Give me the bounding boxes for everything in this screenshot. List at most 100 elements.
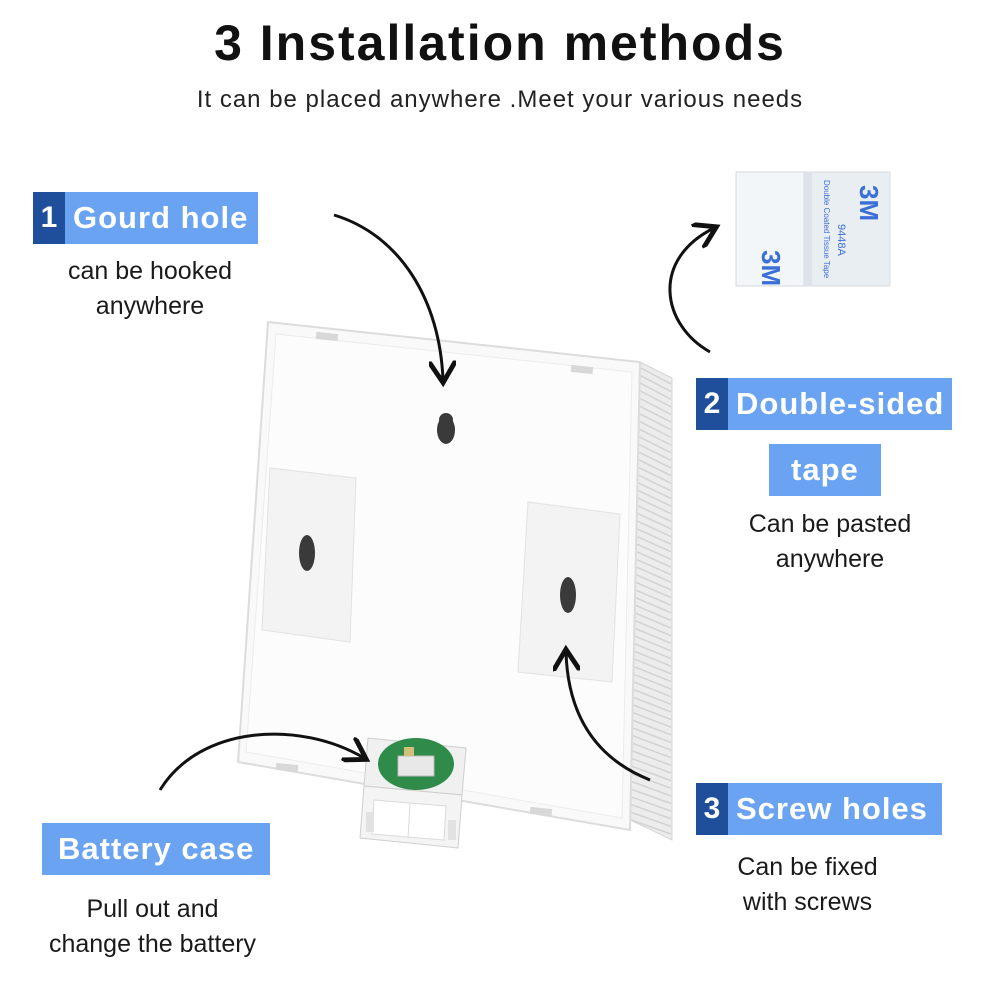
screw-holes-desc-line2: with screws [742,888,873,916]
side-rib [635,620,672,637]
screw-holes-desc-line1: Can be fixed [737,853,878,881]
side-rib [636,558,672,576]
side-rib [636,574,672,591]
side-rib [634,658,672,675]
side-rib [639,405,672,423]
screw-holes-label: Screw holes [728,783,942,835]
tape-desc-line2: anywhere [775,545,885,573]
side-rib [632,750,672,767]
tape-description: Can be pasted anywhere [700,507,960,577]
side-rib [632,742,672,759]
side-rib [630,819,672,835]
side-rib [638,482,672,500]
side-rib [632,758,672,774]
arrow-battery [158,732,364,791]
side-rib [633,696,672,713]
side-rib [639,436,672,454]
side-rib [638,466,672,484]
side-rib [638,459,672,477]
side-rib [631,765,672,782]
tape-print-text: Double Coated Tissue Tape [822,180,831,279]
side-rib [638,451,672,469]
tape-number: 2 [696,378,728,430]
side-rib [639,397,672,416]
screw-holes-description: Can be fixed with screws [680,850,935,920]
tape-desc-line1: Can be pasted [748,510,912,538]
side-rib [640,390,672,408]
side-rib [636,551,672,568]
side-rib [633,681,672,698]
screw-holes-number: 3 [696,783,728,835]
tape-brand-right: 3M [854,185,884,221]
side-rib [631,780,672,797]
side-rib [631,788,672,805]
side-rib [635,581,672,599]
gourd-hole-desc-line1: can be hooked [67,257,233,285]
screw-holes-tag: 3 Screw holes [696,783,942,835]
side-rib [630,811,672,828]
page-subtitle: It can be placed anywhere .Meet your var… [196,86,804,113]
side-rib [638,474,672,492]
screw-hole-left [299,535,315,571]
arrow-tape [668,228,714,354]
side-rib [634,650,672,667]
side-rib [635,589,672,606]
gourd-hole-label: Gourd hole [65,192,259,244]
battery-desc-line2: change the battery [48,930,257,958]
tape-model-text: 9448A [835,224,847,256]
tape-label: Double-sided [728,378,953,430]
side-rib [634,666,672,683]
side-rib [632,727,672,744]
side-rib [639,413,672,431]
tape-image: 3M 3M Double Coated Tissue Tape 9448A [735,171,891,287]
side-rib [636,535,672,553]
side-rib [635,604,672,622]
gourd-hole [437,413,455,444]
battery-description: Pull out and change the battery [20,892,285,962]
tape-label-line2: tape [769,444,881,496]
screw-hole-right [560,577,576,613]
battery-tag: Battery case [42,823,271,875]
side-rib [639,420,672,439]
gourd-hole-desc-line2: anywhere [95,292,205,320]
battery-drawer [359,737,467,849]
side-rib [632,719,672,736]
side-rib [637,528,672,545]
side-rib [634,643,672,660]
tape-tag: 2 Double-sided [696,378,953,430]
side-rib [633,673,672,690]
side-rib [638,443,672,461]
gourd-hole-number: 1 [33,192,65,244]
side-rib [637,489,672,507]
side-rib [636,566,672,583]
gourd-hole-description: can be hooked anywhere [30,254,270,324]
side-rib [631,796,672,812]
device-side-ribs [629,361,673,841]
arrow-gourd-hole [333,213,443,380]
side-rib [640,367,672,385]
battery-desc-line1: Pull out and [86,895,219,923]
tape-tag-line2: tape [769,444,881,496]
side-rib [633,689,672,706]
side-rib [637,512,672,530]
side-rib [636,543,672,561]
side-rib [632,735,672,751]
side-rib [640,374,672,393]
side-rib [634,635,672,652]
tape-brand-left: 3M [756,250,786,286]
side-rib [640,382,672,400]
side-rib [635,597,672,614]
page-title: 3 Installation methods [214,15,786,71]
side-rib [637,520,672,538]
battery-label: Battery case [42,823,271,875]
side-rib [637,505,672,522]
side-rib [634,627,672,645]
gourd-hole-tag: 1 Gourd hole [33,192,259,244]
side-rib [639,428,672,446]
side-rib [633,712,672,728]
side-rib [637,497,672,515]
side-rib [633,704,672,721]
side-rib [635,612,672,629]
arrow-screw-holes [566,652,651,782]
